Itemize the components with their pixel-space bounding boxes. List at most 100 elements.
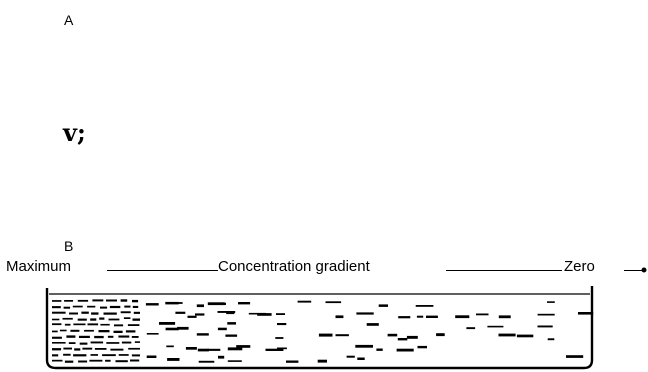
solute-particle — [52, 330, 58, 333]
solute-particle — [355, 344, 373, 348]
solute-particle — [227, 322, 236, 325]
solute-particle — [131, 336, 139, 338]
solute-particle — [81, 311, 89, 314]
solute-particle — [277, 347, 287, 350]
solute-particle — [145, 303, 159, 306]
solute-particle — [110, 348, 124, 351]
solute-particle — [64, 300, 74, 302]
solute-particle — [196, 333, 209, 336]
solute-particle — [99, 317, 105, 320]
solute-particle — [91, 312, 99, 315]
solute-particle — [516, 334, 534, 338]
solute-particle — [68, 342, 76, 344]
solute-particle — [125, 330, 136, 333]
solute-particle — [72, 305, 83, 308]
solute-particle — [92, 299, 104, 302]
solute-particle — [366, 323, 379, 326]
dish-outline — [45, 286, 594, 370]
solute-particle — [118, 335, 130, 338]
solute-particle — [106, 342, 120, 344]
solute-particle — [63, 353, 71, 356]
solute-particle — [63, 306, 71, 309]
solute-particle — [159, 322, 176, 325]
gradient-line-right — [446, 270, 562, 271]
solute-particle — [387, 333, 398, 337]
solute-particle — [108, 318, 120, 321]
solute-particle — [63, 347, 72, 350]
solute-particle — [416, 315, 424, 318]
solute-particle — [165, 301, 179, 305]
solute-particle — [398, 316, 411, 319]
solute-particle — [547, 301, 555, 303]
solute-particle — [436, 333, 445, 337]
solute-particle — [113, 330, 123, 333]
solute-particle — [498, 315, 511, 319]
solute-particle — [120, 299, 128, 302]
diffusion-dish — [45, 286, 594, 370]
solute-particle — [426, 315, 438, 318]
solute-particle — [318, 333, 333, 337]
solute-particle — [487, 325, 504, 328]
solute-particle — [127, 324, 140, 326]
solute-particle — [376, 348, 383, 351]
solute-particle — [396, 348, 414, 352]
solute-particle — [70, 329, 80, 332]
solute-particle — [90, 354, 98, 356]
solute-particle — [118, 354, 129, 356]
solute-particle — [236, 345, 251, 348]
solute-particle — [476, 313, 489, 316]
solute-particle — [77, 318, 87, 321]
solute-particle — [297, 300, 312, 303]
solute-particle — [455, 315, 470, 319]
solute-particle — [198, 360, 215, 363]
solute-particle — [69, 312, 78, 315]
solute-particle — [357, 357, 365, 360]
solute-particle — [417, 345, 427, 349]
solute-particle — [130, 359, 140, 362]
solute-particle — [105, 359, 111, 362]
solute-particle — [466, 327, 476, 330]
solute-particle — [77, 299, 89, 302]
solute-particle — [52, 359, 63, 362]
solute-particle — [52, 306, 61, 309]
solute-particle — [238, 302, 251, 305]
solute-particle — [123, 317, 131, 319]
concentration-gradient-label: Concentration gradient — [218, 258, 370, 275]
solute-particle — [132, 318, 140, 321]
solute-particle — [94, 335, 104, 339]
solute-particle — [131, 354, 140, 357]
solute-particle — [52, 354, 59, 357]
solute-particle — [566, 355, 584, 358]
solute-particle — [197, 348, 209, 352]
solute-particle — [133, 311, 140, 314]
solute-particle — [62, 317, 73, 320]
solute-particle — [79, 342, 88, 345]
solute-particle — [215, 302, 226, 305]
solute-particle — [195, 313, 205, 316]
solute-particle — [121, 341, 132, 344]
solute-particle — [103, 312, 117, 315]
solute-particle — [102, 354, 116, 357]
solute-particle — [100, 306, 108, 309]
maximum-label: Maximum — [6, 258, 72, 275]
solute-particle — [90, 341, 104, 344]
solute-particle — [124, 305, 131, 308]
solute-particle — [498, 333, 516, 337]
solute-particle — [257, 313, 272, 316]
solute-particle — [115, 360, 128, 363]
zero-label: Zero — [564, 258, 595, 275]
solute-particle — [317, 359, 327, 363]
solute-particle — [107, 335, 114, 338]
solute-particles — [52, 299, 594, 363]
solute-particle — [52, 323, 62, 326]
solute-particle — [82, 347, 93, 350]
solute-particle — [227, 347, 243, 351]
solute-particle — [397, 338, 408, 341]
gradient-line-left — [107, 270, 218, 271]
arrow-dot-icon — [641, 267, 647, 273]
solute-particle — [217, 327, 227, 331]
solute-particle — [87, 323, 99, 326]
solute-particle — [87, 305, 96, 308]
solute-particle — [128, 347, 140, 350]
panel-b-label: B — [64, 238, 74, 254]
